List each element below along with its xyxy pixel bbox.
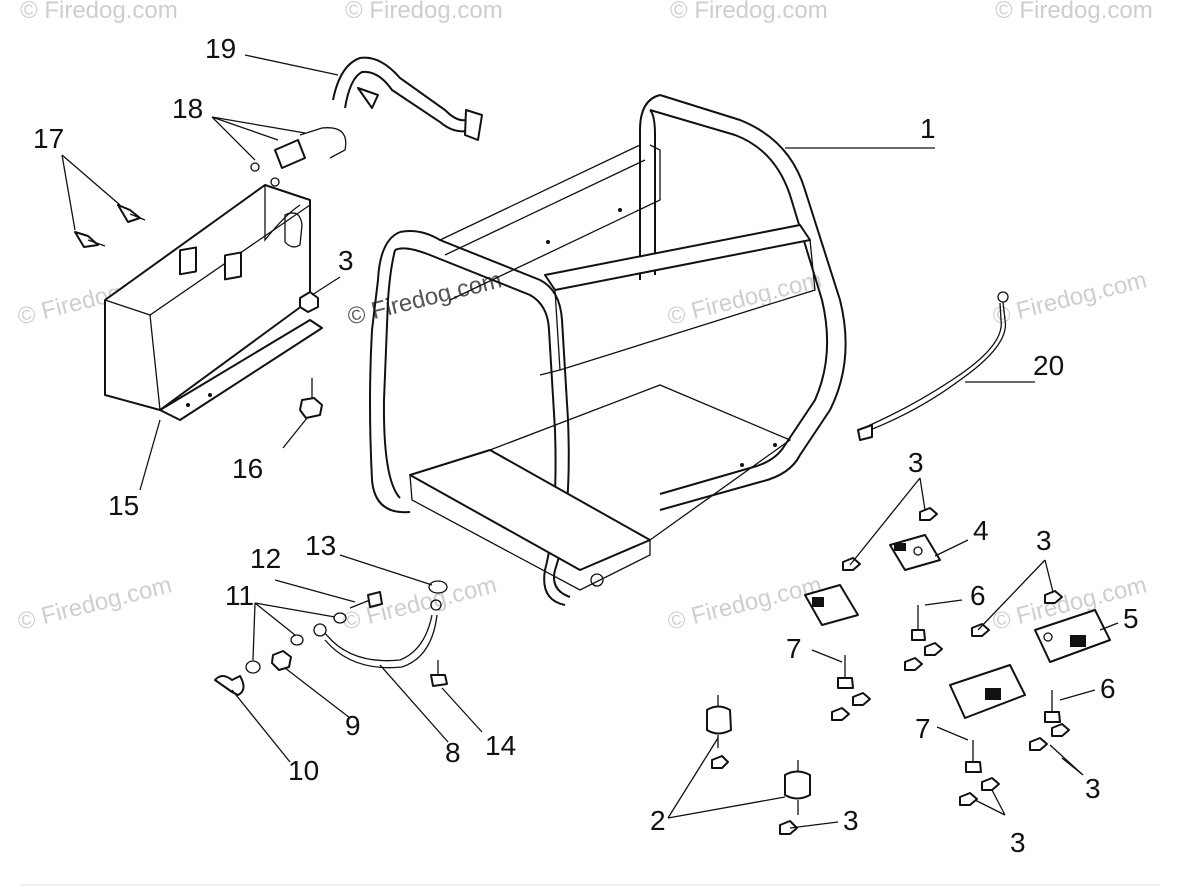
watermark-text: © Firedog.com bbox=[20, 0, 178, 24]
washer-part-13 bbox=[428, 580, 448, 594]
callout-8: 8 bbox=[445, 737, 461, 768]
watermark-text: © Firedog.com bbox=[665, 571, 825, 635]
watermark-text: © Firedog.com bbox=[665, 266, 825, 330]
callout-6: 6 bbox=[1100, 673, 1116, 704]
watermark-text: © Firedog.com bbox=[345, 0, 503, 24]
clamp-part-18 bbox=[250, 127, 347, 187]
callout-12: 12 bbox=[250, 543, 281, 574]
screw-part-7a bbox=[837, 655, 854, 689]
frame-part-1 bbox=[369, 94, 847, 606]
screw-part-7b bbox=[965, 740, 982, 773]
callout-9: 9 bbox=[345, 710, 361, 741]
wingnut-part-10 bbox=[214, 675, 245, 696]
nut-part-9 bbox=[271, 650, 292, 671]
screw-part-6b bbox=[1044, 690, 1061, 723]
callout-10: 10 bbox=[288, 755, 319, 786]
callout-7: 7 bbox=[786, 633, 802, 664]
callout-13: 13 bbox=[305, 530, 336, 561]
callout-5: 5 bbox=[1123, 603, 1139, 634]
callout-19: 19 bbox=[205, 33, 236, 64]
battery-box-part-15 bbox=[104, 184, 323, 421]
bracket-part-4b bbox=[804, 584, 859, 626]
washers-part-11 bbox=[245, 612, 347, 674]
bolt-part-16 bbox=[299, 378, 323, 419]
callout-3: 3 bbox=[843, 805, 859, 836]
callout-labels: 1 19 18 17 3 16 15 20 3 4 3 5 6 6 7 7 3 … bbox=[33, 33, 1139, 858]
callout-11: 11 bbox=[225, 580, 254, 611]
watermark-text: © Firedog.com bbox=[15, 571, 175, 635]
mount-part-2a bbox=[706, 695, 732, 769]
callout-4: 4 bbox=[973, 515, 989, 546]
callout-15: 15 bbox=[108, 490, 139, 521]
callout-3: 3 bbox=[338, 245, 354, 276]
callout-14: 14 bbox=[485, 730, 516, 761]
handle-part-19 bbox=[332, 56, 483, 141]
callout-3: 3 bbox=[1085, 773, 1101, 804]
nuts-part-3 bbox=[831, 507, 1070, 806]
callout-17: 17 bbox=[33, 123, 64, 154]
watermark-text: © Firedog.com bbox=[995, 0, 1153, 24]
callout-7: 7 bbox=[915, 713, 931, 744]
watermark-text: © Firedog.com bbox=[990, 266, 1150, 330]
callout-2: 2 bbox=[650, 805, 666, 836]
bolt-part-17 bbox=[74, 204, 146, 248]
screw-part-6a bbox=[911, 605, 926, 641]
callout-6: 6 bbox=[970, 580, 986, 611]
callout-1: 1 bbox=[920, 113, 936, 144]
bracket-part-4 bbox=[889, 534, 941, 571]
callout-16: 16 bbox=[232, 453, 263, 484]
callout-3: 3 bbox=[908, 447, 924, 478]
callout-20: 20 bbox=[1033, 350, 1064, 381]
callout-3: 3 bbox=[1010, 827, 1026, 858]
ground-wire-part-20 bbox=[857, 291, 1009, 441]
mount-part-2b bbox=[779, 760, 811, 835]
leader-lines bbox=[61, 54, 1119, 829]
bracket-part-5 bbox=[1034, 609, 1111, 663]
callout-3: 3 bbox=[1036, 525, 1052, 556]
watermark-text: © Firedog.com bbox=[670, 0, 828, 24]
bracket-part-5b bbox=[949, 664, 1026, 719]
nut-part-3 bbox=[299, 291, 319, 313]
battery-cable-part-8 bbox=[313, 599, 442, 669]
callout-18: 18 bbox=[172, 93, 203, 124]
bolt-part-12 bbox=[349, 591, 383, 609]
screw-part-14 bbox=[430, 660, 448, 687]
